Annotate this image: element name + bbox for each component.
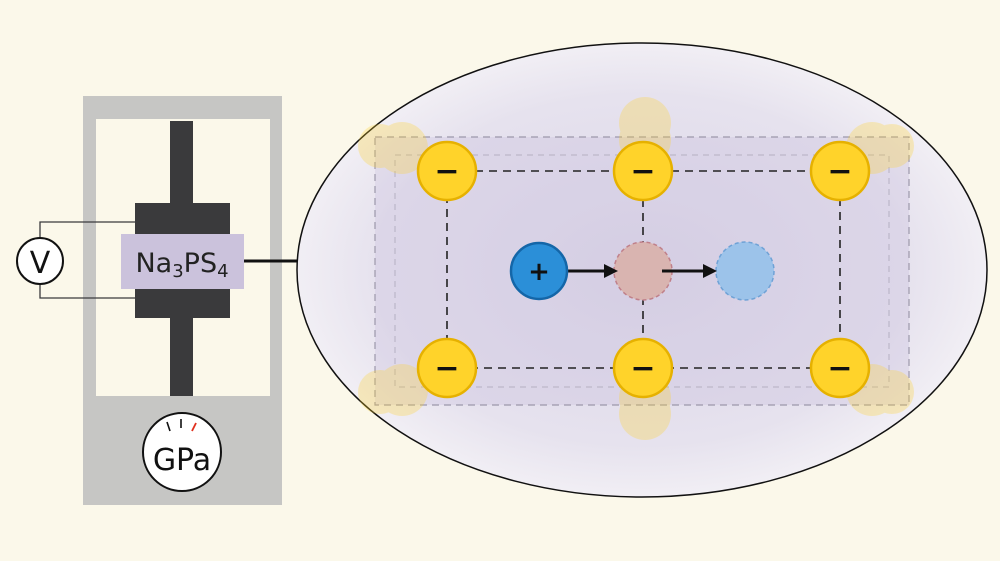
positive-ion-icon: + xyxy=(509,241,569,301)
sample-formula: Na3PS4 xyxy=(135,248,228,282)
anion-symbol: − xyxy=(827,154,852,189)
negative-ion-icon: − xyxy=(612,337,674,399)
upper-piston-rod xyxy=(170,121,193,205)
pressure-gauge-icon: GPa xyxy=(142,412,222,492)
pressure-gauge-label: GPa xyxy=(153,443,211,478)
anion-symbol: − xyxy=(630,154,655,189)
negative-ion-icon: − xyxy=(416,140,478,202)
lattice-zoom: + − − − − − − xyxy=(296,42,988,498)
lower-anvil xyxy=(135,286,230,318)
negative-ion-icon: − xyxy=(809,337,871,399)
voltmeter-icon: V xyxy=(16,237,64,285)
anion-symbol: − xyxy=(434,351,459,386)
negative-ion-icon: − xyxy=(809,140,871,202)
migration-path: + xyxy=(509,241,775,301)
right-arrow-icon xyxy=(566,264,618,278)
lower-piston-rod xyxy=(170,316,193,396)
voltmeter-circuit: V xyxy=(16,221,135,299)
anion-symbol: − xyxy=(630,351,655,386)
negative-ion-icon: − xyxy=(416,337,478,399)
cation-symbol: + xyxy=(528,257,550,287)
anion-symbol: − xyxy=(434,154,459,189)
press-apparatus: Na3PS4 V GPa xyxy=(16,96,282,505)
target-site xyxy=(715,241,775,301)
sample-block: Na3PS4 xyxy=(121,234,244,289)
upper-anvil xyxy=(135,203,230,235)
voltmeter-label: V xyxy=(30,246,51,281)
negative-ion-icon: − xyxy=(612,140,674,202)
right-arrow-icon xyxy=(662,264,717,278)
anion-symbol: − xyxy=(827,351,852,386)
ghost-anions xyxy=(358,97,914,440)
